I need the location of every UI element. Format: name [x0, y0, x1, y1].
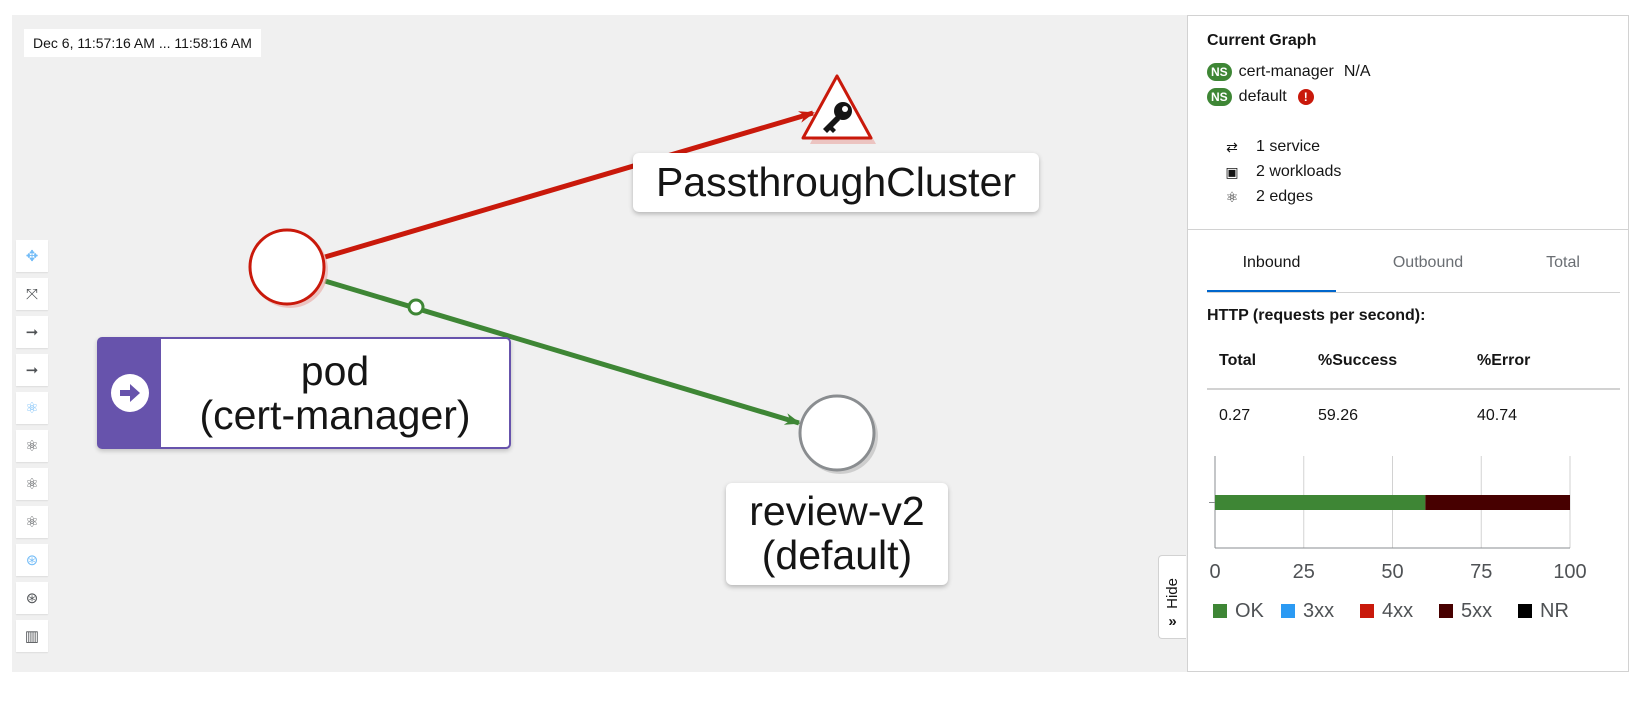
arrow-right-icon[interactable]: ➞: [16, 316, 48, 348]
review-namespace: (default): [761, 532, 913, 578]
namespace-name[interactable]: default: [1238, 88, 1287, 105]
hide-panel-button[interactable]: » Hide: [1158, 555, 1186, 639]
ns-badge: NS: [1207, 63, 1232, 81]
legend-swatch-3xx: [1281, 604, 1295, 618]
cluster-icon[interactable]: ⊛: [16, 582, 48, 614]
legend-swatch-4xx: [1360, 604, 1374, 618]
pod-name: pod: [300, 348, 370, 394]
namespace-status: N/A: [1343, 63, 1371, 80]
passthrough-label[interactable]: PassthroughCluster: [633, 153, 1039, 212]
cluster-icon[interactable]: ⊛: [16, 544, 48, 576]
x-tick-label: 0: [1209, 561, 1220, 583]
edge-pod-to-passthrough[interactable]: [324, 110, 815, 260]
col-header-total: Total: [1219, 352, 1257, 369]
bar-5xx: [1425, 495, 1570, 510]
arrow-right-icon[interactable]: ➞: [16, 354, 48, 386]
col-header-success: %Success: [1318, 352, 1398, 369]
graph-canvas[interactable]: Dec 6, 11:57:16 AM ... 11:58:16 AM Pas: [12, 15, 1187, 672]
summary-panel: Current Graph NS cert-manager N/A NS def…: [1187, 15, 1629, 672]
double-chevron-right-icon: »: [1168, 613, 1177, 630]
workload-badge: [99, 339, 161, 447]
graph-edges: [248, 74, 878, 474]
layout-icon[interactable]: ⚛: [16, 392, 48, 424]
value-error: 40.74: [1477, 407, 1518, 424]
service-icon: ⇄: [1226, 138, 1238, 155]
review-name: review-v2: [749, 488, 925, 534]
tab-total[interactable]: Total: [1546, 254, 1580, 271]
x-tick-label: 100: [1553, 561, 1586, 583]
value-success: 59.26: [1318, 407, 1359, 424]
hide-label: Hide: [1164, 578, 1181, 609]
legend-label-4xx: 4xx: [1382, 600, 1413, 622]
fit-icon[interactable]: ⤧: [16, 278, 48, 310]
workloads-icon: ▣: [1225, 163, 1239, 180]
topology-icon: ⚛: [1225, 188, 1239, 205]
edge-count: ⚛ 2 edges: [1222, 188, 1313, 206]
legend-label-3xx: 3xx: [1303, 600, 1334, 622]
arrow-circle-icon: [111, 374, 149, 412]
edge-midpoint-marker[interactable]: [407, 298, 425, 316]
layout-icon[interactable]: ⚛: [16, 506, 48, 538]
legend-swatch-nr: [1518, 604, 1532, 618]
value-total: 0.27: [1219, 407, 1251, 424]
namespace-row: NS default !: [1207, 88, 1314, 106]
graph-toolbar: ✥ ⤧ ➞ ➞ ⚛ ⚛ ⚛ ⚛ ⊛ ⊛ ▥: [16, 240, 48, 658]
review-v2-label[interactable]: review-v2 (default): [726, 483, 948, 585]
namespace-name[interactable]: cert-manager: [1238, 63, 1334, 80]
pod-node-label[interactable]: pod (cert-manager): [97, 337, 511, 449]
tab-outbound[interactable]: Outbound: [1392, 254, 1464, 271]
legend-label-ok: OK: [1235, 600, 1265, 622]
http-rate-title: HTTP (requests per second):: [1207, 307, 1426, 324]
legend-label-5xx: 5xx: [1461, 600, 1492, 622]
ns-badge: NS: [1207, 88, 1232, 106]
bar-ok: [1215, 495, 1426, 510]
legend-map-icon[interactable]: ▥: [16, 620, 48, 652]
review-v2-node[interactable]: [798, 394, 876, 472]
pod-namespace: (cert-manager): [199, 392, 471, 438]
legend-swatch-ok: [1213, 604, 1227, 618]
service-count: ⇄ 1 service: [1222, 138, 1320, 156]
error-icon[interactable]: !: [1297, 89, 1314, 105]
tab-inbound[interactable]: Inbound: [1207, 245, 1336, 293]
layout-icon[interactable]: ⚛: [16, 468, 48, 500]
time-range-label: Dec 6, 11:57:16 AM ... 11:58:16 AM: [24, 29, 261, 57]
legend-swatch-5xx: [1439, 604, 1453, 618]
namespace-row: NS cert-manager N/A: [1207, 63, 1371, 81]
x-tick-label: 75: [1470, 561, 1492, 583]
x-tick-label: 50: [1381, 561, 1403, 583]
workload-count: ▣ 2 workloads: [1222, 163, 1341, 181]
x-tick-label: 25: [1293, 561, 1315, 583]
layout-icon[interactable]: ⚛: [16, 430, 48, 462]
pod-node[interactable]: [248, 228, 326, 306]
col-header-error: %Error: [1477, 352, 1531, 369]
key-icon: [823, 102, 852, 133]
edge-pod-to-review[interactable]: [324, 278, 801, 426]
pan-icon[interactable]: ✥: [16, 240, 48, 272]
panel-title: Current Graph: [1207, 32, 1317, 49]
legend-label-nr: NR: [1540, 600, 1569, 622]
